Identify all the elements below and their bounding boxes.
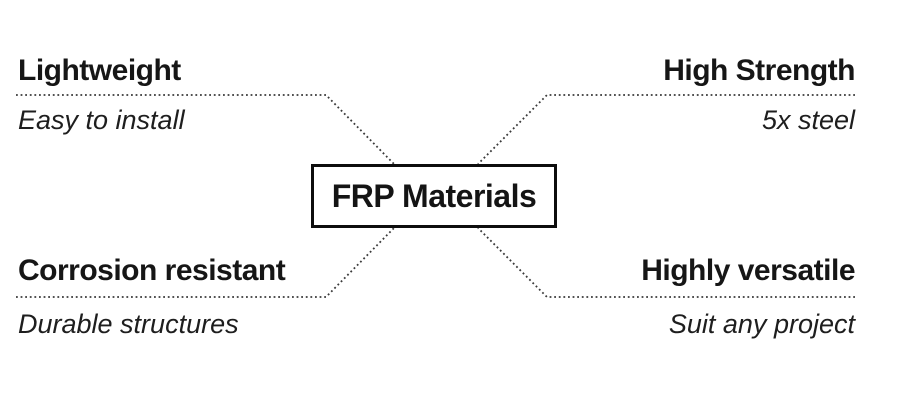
feature-title-highly-versatile: Highly versatile <box>641 254 855 287</box>
feature-title-corrosion-resistant: Corrosion resistant <box>18 254 286 287</box>
feature-subtitle-easy-to-install: Easy to install <box>18 105 185 135</box>
center-node-label: FRP Materials <box>331 177 537 214</box>
feature-subtitle-suit-any-project: Suit any project <box>668 309 855 339</box>
feature-subtitle-5x-steel: 5x steel <box>761 105 855 135</box>
center-node-box: FRP Materials <box>311 164 557 228</box>
feature-subtitle-durable-structures: Durable structures <box>18 309 239 339</box>
feature-title-high-strength: High Strength <box>663 54 855 87</box>
feature-title-lightweight: Lightweight <box>18 54 181 87</box>
